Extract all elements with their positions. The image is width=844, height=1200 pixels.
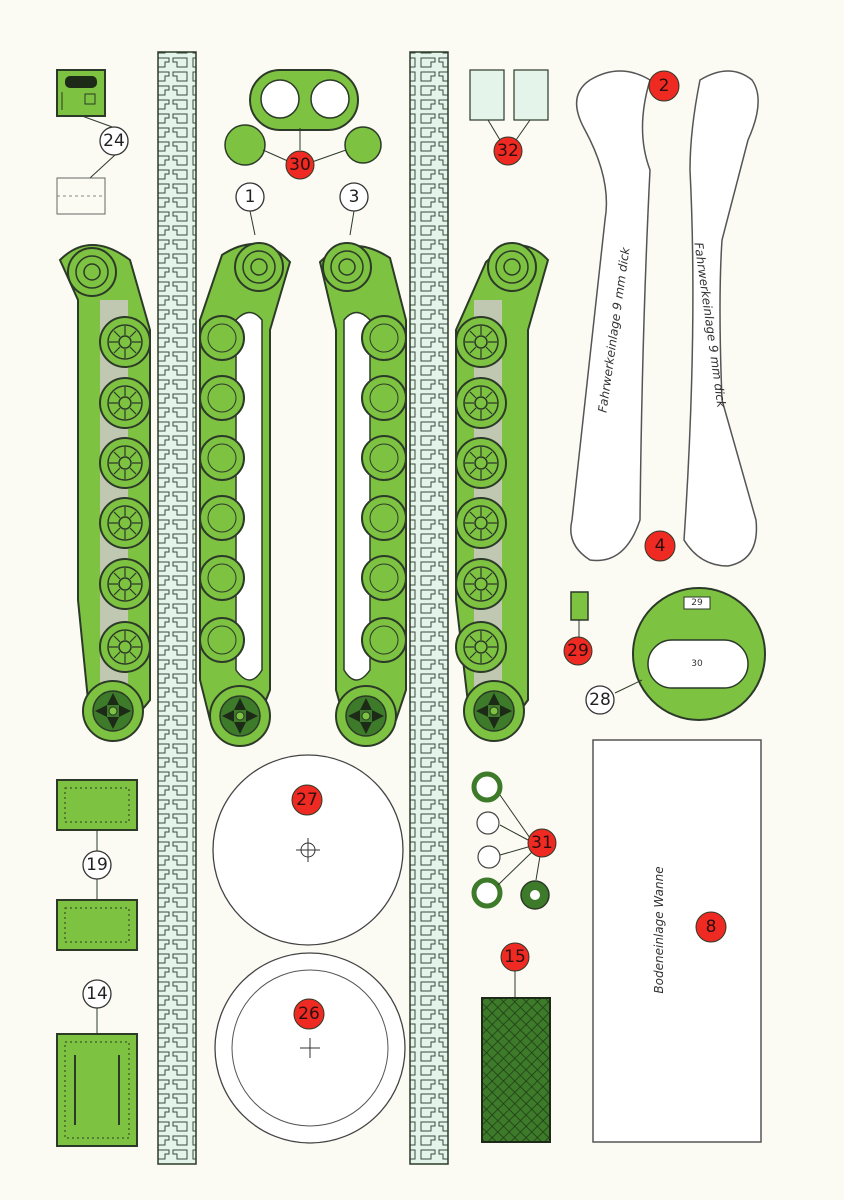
label-14: 14 (82, 979, 112, 1034)
part-31-rings (471, 771, 550, 910)
label-31: 31 (527, 828, 557, 858)
label-30: 30 (285, 150, 315, 180)
svg-text:24: 24 (103, 131, 125, 151)
part-32-clips (469, 69, 549, 141)
svg-text:28: 28 (589, 690, 611, 710)
track-assembly-left-outer (58, 244, 151, 742)
label-26: 26 (293, 998, 325, 1030)
svg-text:3: 3 (349, 187, 360, 207)
part-28-ring: 29 30 (614, 587, 766, 721)
svg-text:27: 27 (296, 790, 318, 810)
track-strip-right (409, 51, 449, 1165)
label-28: 28 (585, 685, 615, 715)
part-19-plate-bottom (56, 879, 138, 951)
svg-text:32: 32 (497, 141, 519, 161)
part-15-grille (481, 997, 551, 1143)
part-26-disc (214, 952, 406, 1144)
svg-text:30: 30 (289, 155, 311, 175)
label-4: 4 (644, 530, 676, 562)
label-27: 27 (291, 784, 323, 816)
part-30-discs (224, 124, 382, 166)
svg-text:29: 29 (567, 641, 589, 661)
label-32: 32 (493, 136, 523, 166)
part-24-hatch (56, 69, 106, 117)
track-strip-left (157, 51, 197, 1165)
svg-text:19: 19 (86, 855, 108, 875)
svg-text:Bodeneinlage Wanne: Bodeneinlage Wanne (652, 866, 666, 993)
label-8: 8 (695, 911, 727, 943)
label-1: 1 (235, 182, 265, 236)
part-4-insert: Fahrwerkeinlage 9 mm dick (683, 70, 759, 567)
label-19: 19 (82, 850, 112, 880)
svg-text:2: 2 (659, 76, 670, 96)
part-27-disc (212, 754, 404, 946)
track-assembly-right-outer (455, 242, 550, 742)
label-24: 24 (99, 126, 129, 156)
part-24-outline (56, 177, 106, 215)
part-2-insert: Fahrwerkeinlage 9 mm dick (570, 70, 651, 562)
svg-text:26: 26 (298, 1004, 320, 1024)
label-3: 3 (339, 182, 369, 236)
svg-text:14: 14 (86, 984, 108, 1004)
label-15: 15 (500, 942, 530, 998)
svg-text:4: 4 (655, 536, 666, 556)
part-8-floor-insert: Bodeneinlage Wanne (592, 739, 762, 1143)
svg-text:8: 8 (706, 917, 717, 937)
label-29: 29 (563, 636, 593, 666)
part-30-frame (249, 69, 359, 150)
track-assembly-1 (199, 242, 292, 747)
svg-text:31: 31 (531, 833, 553, 853)
track-assembly-3 (318, 242, 407, 747)
svg-text:29: 29 (691, 598, 703, 608)
part-29-tab (570, 591, 589, 637)
label-2: 2 (648, 70, 680, 102)
svg-text:30: 30 (691, 659, 703, 669)
svg-text:15: 15 (504, 947, 526, 967)
part-19-plate-top (56, 779, 138, 852)
svg-text:1: 1 (245, 187, 256, 207)
part-24-connector (81, 115, 116, 179)
part-14-plate (56, 1033, 138, 1147)
